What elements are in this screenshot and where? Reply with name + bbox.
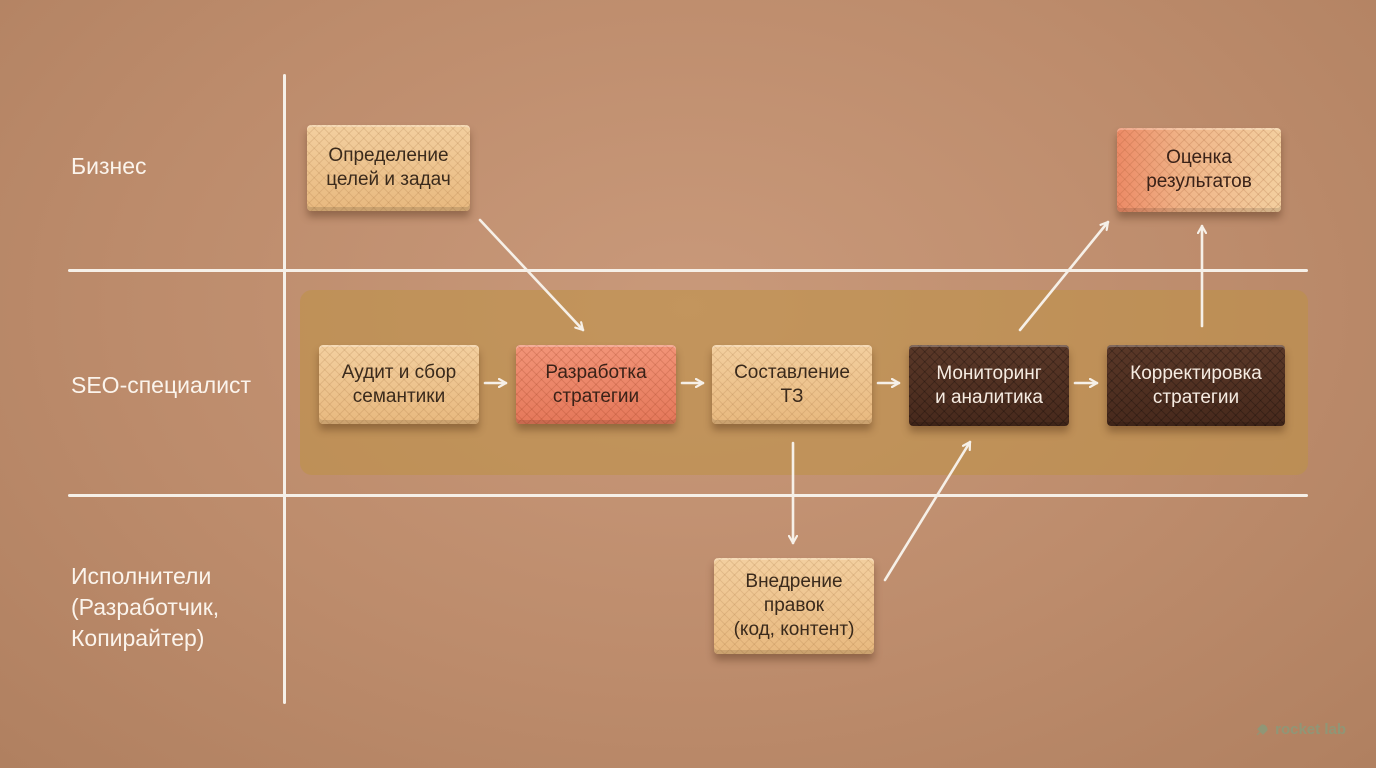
- lane-divider-top: [68, 269, 1308, 272]
- arrow-goals-to-strategy: [478, 218, 585, 332]
- arrow-implementation-to-monitoring: [883, 440, 972, 582]
- step-strategy: Разработка стратегии: [516, 345, 676, 424]
- arrow-monitoring-to-results: [1018, 220, 1110, 332]
- step-goals: Определение целей и задач: [307, 125, 470, 211]
- step-audit: Аудит и сбор семантики: [319, 345, 479, 424]
- step-monitoring: Мониторинг и аналитика: [909, 345, 1069, 426]
- lane-label-business: Бизнес: [71, 153, 147, 179]
- brand-name: rocket lab: [1275, 721, 1346, 738]
- lane-label-executors: Исполнители (Разработчик, Копирайтер): [71, 563, 220, 651]
- step-implementation: Внедрение правок (код, контент): [714, 558, 874, 654]
- brand-logo: rocket lab: [1255, 721, 1346, 738]
- step-spec: Составление ТЗ: [712, 345, 872, 424]
- lane-label-seo: SEO-специалист: [71, 372, 252, 398]
- step-correction: Корректировка стратегии: [1107, 345, 1285, 426]
- step-results: Оценка результатов: [1117, 128, 1281, 212]
- lane-divider-bottom: [68, 494, 1308, 497]
- rocket-icon: [1256, 723, 1268, 735]
- lane-divider-vertical: [283, 74, 286, 704]
